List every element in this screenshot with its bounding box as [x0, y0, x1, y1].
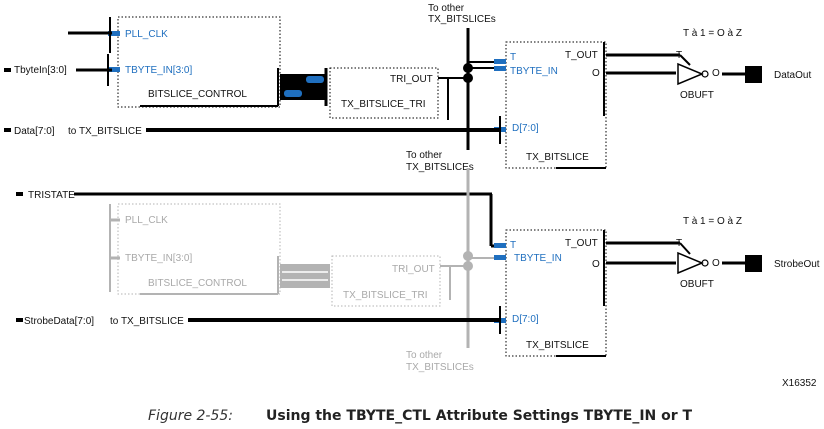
bottom-t-to-obuf [679, 242, 691, 255]
bottom-obuf-t-label: T [676, 238, 682, 249]
data-dot [4, 128, 11, 132]
top-junction-2 [463, 73, 473, 83]
gray-bus-block [280, 264, 330, 288]
top-to-other-1: To other [428, 3, 465, 14]
bottom-t-port-label: T [510, 240, 516, 251]
truth-label: T à 1 = O à Z [683, 28, 742, 39]
figure-id: X16352 [782, 378, 817, 389]
to-tx-label: to TX_BITSLICE [68, 126, 142, 137]
bottom-to-other-2: TX_BITSLICEs [406, 362, 474, 373]
obuf-o-label: O [712, 68, 720, 79]
tbyte-in-label: TBYTE_IN [510, 66, 558, 77]
gray-bitslice-control-label: BITSLICE_CONTROL [148, 278, 247, 289]
strobedata-dot [16, 318, 23, 322]
tbytein-dot [4, 68, 11, 72]
gray-pll-clk-label: PLL_CLK [125, 215, 168, 226]
o-port-label: O [592, 68, 600, 79]
pll-clk-label: PLL_CLK [125, 29, 168, 40]
top-section: PLL_CLK TBYTE_IN[3:0] BITSLICE_CONTROL T… [4, 3, 811, 173]
bottom-tx-bitslice-box [505, 229, 607, 357]
t-out-label: T_OUT [565, 50, 598, 61]
bottom-obuft-triangle [677, 251, 704, 275]
pad-square [745, 66, 762, 83]
bitslice-control-label: BITSLICE_CONTROL [148, 89, 247, 100]
ctrl-bus-pin-2 [284, 90, 302, 97]
obuft-bubble [701, 70, 709, 78]
bottom-obuf-o-label: O [712, 258, 720, 269]
bottom-d-port-label: D[7:0] [512, 314, 539, 325]
bottom-section: TRISTATE PLL_CLK TBYTE_IN[3:0] BITSLICE_… [16, 168, 820, 373]
gray-junction-1 [463, 251, 473, 261]
tri-out-label: TRI_OUT [390, 74, 433, 85]
mid-to-other-1: To other [406, 150, 443, 161]
gray-tri-box [331, 255, 441, 307]
pll-clk-pin [108, 31, 120, 36]
bottom-t-pin [494, 243, 506, 248]
bottom-truth-label: T à 1 = O à Z [683, 216, 742, 227]
t-to-obuf [679, 54, 691, 66]
bottom-to-tx-label: to TX_BITSLICE [110, 316, 184, 327]
t-port-label: T [510, 52, 516, 63]
bottom-t-out-label: T_OUT [565, 238, 598, 249]
obuf-t-label: T [676, 50, 682, 61]
bottom-obuft-label: OBUFT [680, 279, 714, 290]
tx-bitslice-box [505, 41, 607, 169]
gray-tbyte-in-port-label: TBYTE_IN[3:0] [125, 253, 192, 264]
gray-junction-2 [463, 261, 473, 271]
obuft-triangle [677, 62, 704, 86]
tbyte-in-port-pin [108, 67, 120, 72]
tx-bitslice-tri-label: TX_BITSLICE_TRI [341, 99, 425, 110]
caption-title: Using the TBYTE_CTL Attribute Settings T… [266, 408, 693, 424]
tbyte-in-pin [494, 66, 506, 71]
tristate-label: TRISTATE [28, 190, 75, 201]
top-to-other-2: TX_BITSLICEs [428, 14, 496, 25]
tbytein-label: TbyteIn[3:0] [14, 65, 67, 76]
tx-bitslice-label: TX_BITSLICE [526, 152, 589, 163]
bottom-o-port-label: O [592, 259, 600, 270]
obuft-label: OBUFT [680, 90, 714, 101]
tx-bitslice-tri-box [329, 67, 439, 119]
bottom-pad-square [745, 255, 762, 272]
bottom-tbyte-in-label: TBYTE_IN [514, 253, 562, 264]
tbyte-in-port-label: TBYTE_IN[3:0] [125, 65, 192, 76]
tristate-dot [16, 192, 23, 196]
bottom-obuft-bubble [701, 259, 709, 267]
bottom-tx-bitslice-label: TX_BITSLICE [526, 340, 589, 351]
bottom-tbyte-in-pin [494, 255, 506, 260]
gray-tx-bitslice-tri-label: TX_BITSLICE_TRI [343, 290, 427, 301]
mid-to-other-2: TX_BITSLICEs [406, 162, 474, 173]
t-pin [494, 59, 506, 64]
data-label: Data[7:0] [14, 126, 55, 137]
ctrl-bus-pin-1 [306, 76, 324, 83]
d-port-label: D[7:0] [512, 123, 539, 134]
bottom-to-other-1: To other [406, 350, 443, 361]
pad-label: DataOut [774, 70, 811, 81]
bottom-pad-label: StrobeOut [774, 259, 820, 270]
strobedata-label: StrobeData[7:0] [24, 316, 94, 327]
caption-number: Figure 2-55: [148, 408, 233, 424]
gray-tri-out-label: TRI_OUT [392, 264, 435, 275]
